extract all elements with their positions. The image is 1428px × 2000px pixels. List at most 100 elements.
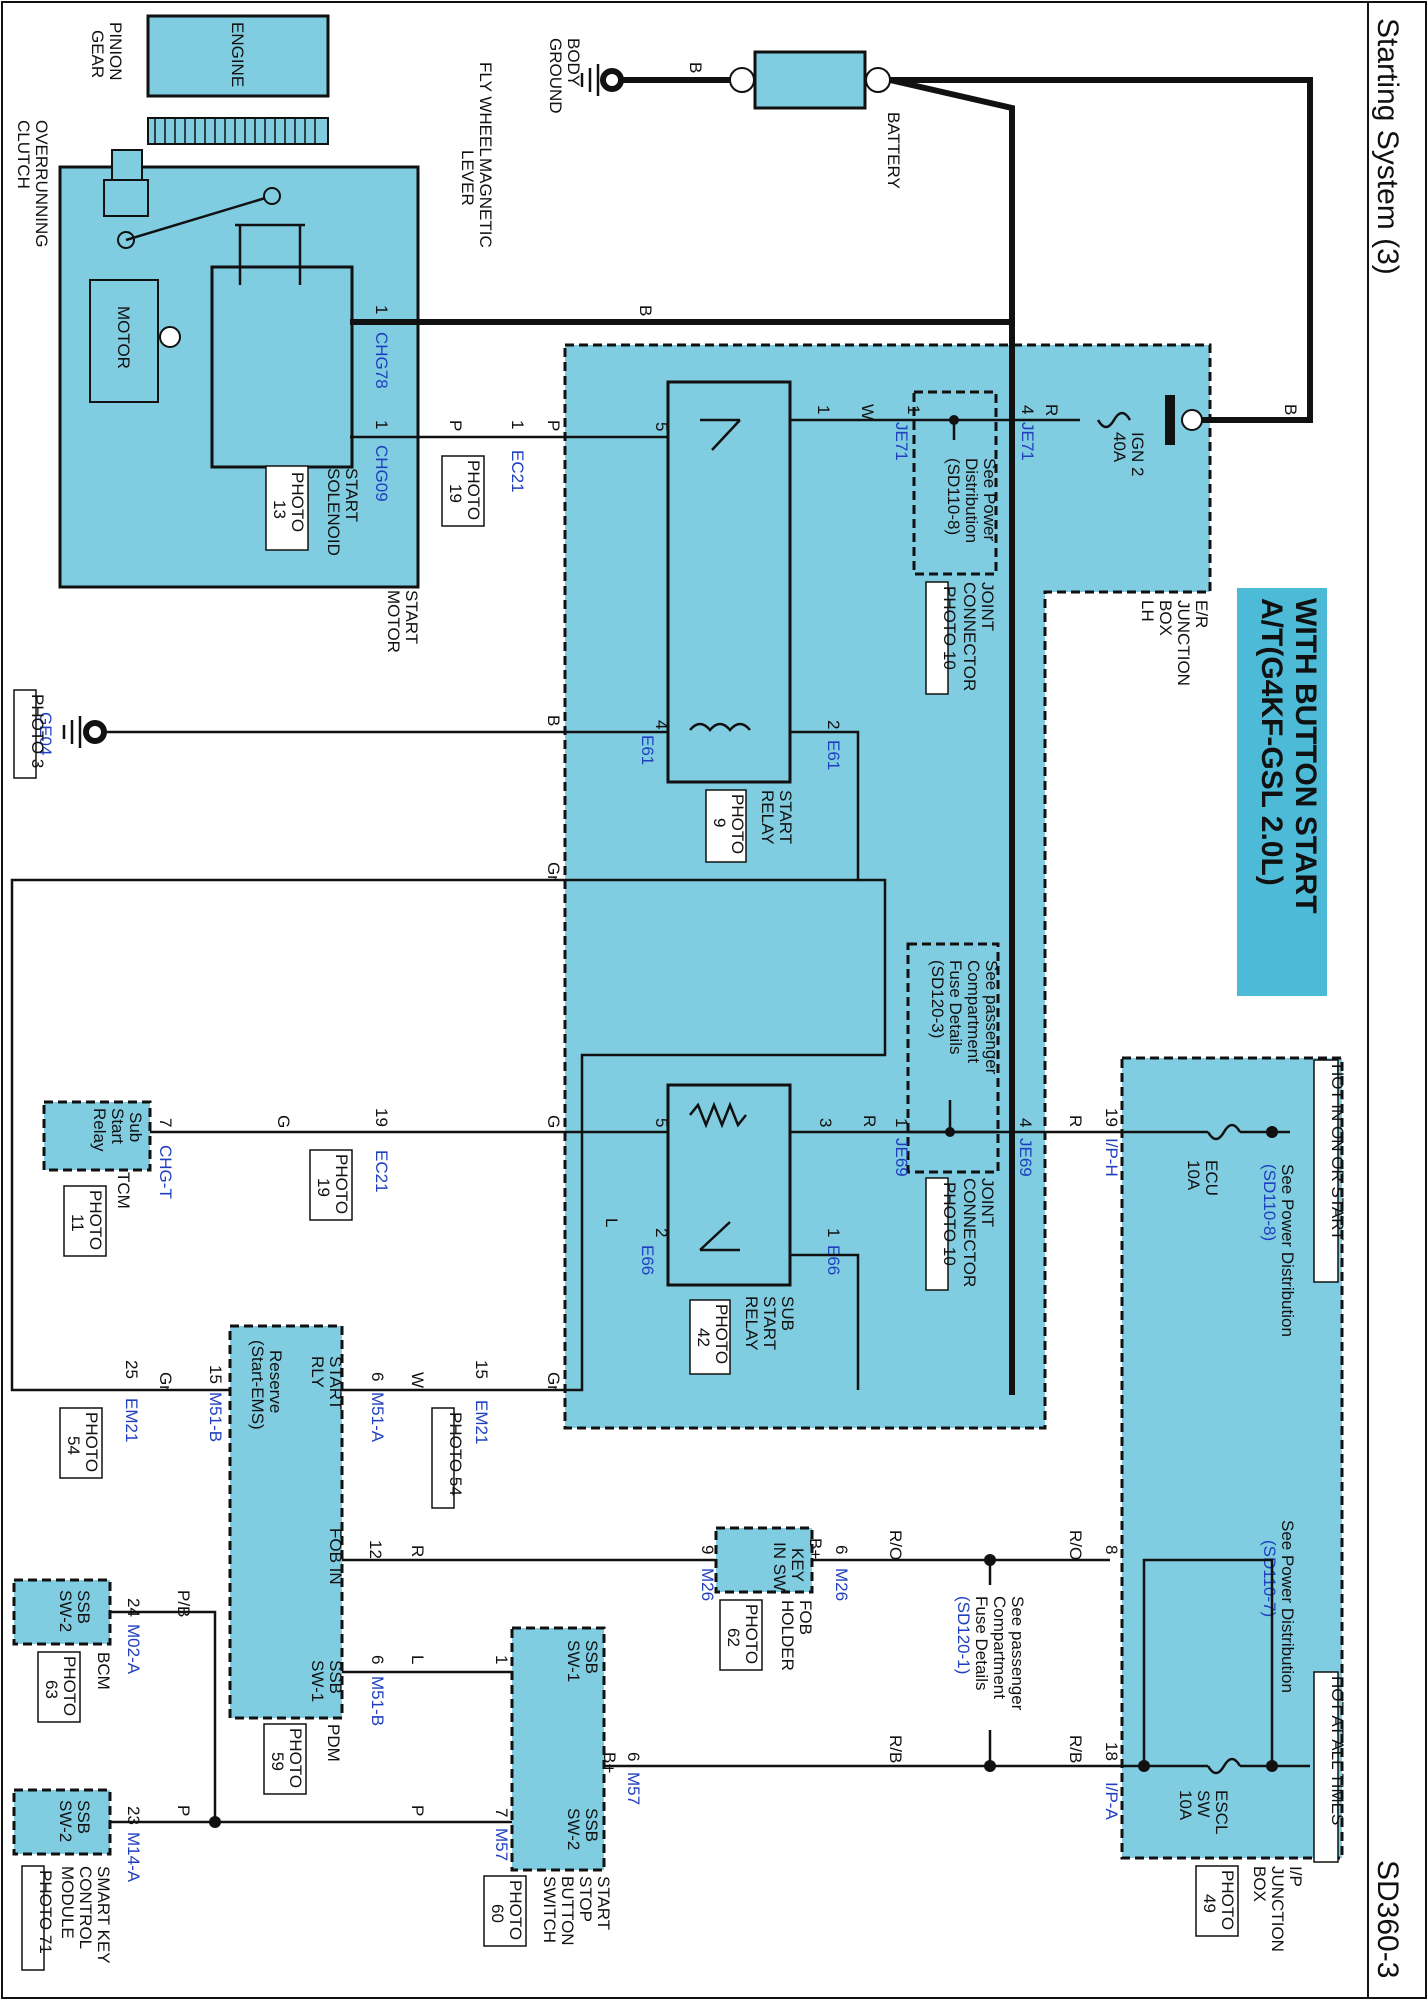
e61-pin5: 5 [652, 422, 671, 431]
photo-42-l1: PHOTO [712, 1304, 731, 1364]
ssb-label-4: SWITCH [540, 1876, 559, 1943]
ecu-label-1: ECU [1202, 1160, 1221, 1196]
escl-label-2: SW [1194, 1790, 1213, 1817]
hot-all-times: HOT AT ALL TIMES [1328, 1676, 1347, 1825]
photo-3: PHOTO 3 [28, 694, 47, 768]
m14a-conn: M14-A [124, 1832, 143, 1883]
je71-conn-a: JE71 [1018, 422, 1037, 461]
see-power-top: See Power Distribution [1278, 1164, 1297, 1337]
start-relay-box [666, 380, 792, 784]
wire-label-w1: W [858, 404, 877, 420]
photo-9-l1: PHOTO [728, 794, 747, 854]
ge04-ground-icon [83, 720, 107, 744]
solenoid-label-1: START [342, 468, 361, 522]
see-fuse-1-l3: Fuse Details [972, 1596, 991, 1690]
fob-holder-l1: FOB [796, 1600, 815, 1635]
see-fuse-3-l2: Compartment [964, 960, 983, 1063]
smk-ssb-l1: SSB [74, 1800, 93, 1834]
start-relay-switch-icon [700, 418, 741, 451]
bcm-label: BCM [94, 1652, 113, 1690]
fob-in: FOB IN [326, 1528, 345, 1585]
photo-60-l1: PHOTO [506, 1880, 525, 1940]
wire-label-ro1: R/O [1066, 1530, 1085, 1560]
wire-er-b [890, 77, 1313, 423]
m57-pin7: 7 [492, 1808, 511, 1817]
wire-gr-mid [470, 878, 887, 1392]
sub-relay-pin5: 5 [652, 1118, 671, 1127]
je69-conn-a: JE69 [1016, 1138, 1035, 1177]
er-terminal [1181, 409, 1203, 431]
m51b-conn-b: M51-B [368, 1676, 387, 1726]
em21-conn-a: EM21 [472, 1400, 491, 1444]
photo-11-box [63, 1185, 107, 1257]
ipa-conn: I/P-A [1102, 1782, 1121, 1820]
ec21-pin1: 1 [508, 420, 527, 429]
wire-label-b2: B [636, 305, 655, 316]
wire-pb [110, 1610, 217, 1822]
m57-conn-b: M57 [492, 1828, 511, 1861]
chgt-pin7: 7 [156, 1118, 175, 1127]
iph-pin19: 19 [1102, 1108, 1121, 1127]
battery-box [753, 50, 867, 110]
ssb-label-2: STOP [576, 1876, 595, 1922]
wire-label-r3: R [860, 1115, 879, 1127]
banner-bg [1237, 588, 1327, 996]
ip-internal [1142, 1558, 1274, 1766]
m26-pin9: 9 [698, 1545, 717, 1554]
ec21-conn-b: EC21 [372, 1150, 391, 1193]
see-power-1-l2: Distribution [962, 458, 981, 543]
ssb-sw2-l1: SSB [582, 1808, 601, 1842]
photo-62-l1: PHOTO [742, 1604, 761, 1664]
escl-label-3: 10A [1176, 1790, 1195, 1821]
engine-box [146, 14, 330, 98]
ipa-pin8: 8 [1102, 1545, 1121, 1554]
body-ground-label-2: GROUND [546, 38, 565, 114]
je69-pin4: 4 [1016, 1118, 1035, 1127]
overrunning-label-1: OVERRUNNING [32, 120, 51, 248]
engine-label: ENGINE [228, 22, 247, 87]
wire-label-w2: W [408, 1372, 427, 1388]
photo-10a-box [925, 581, 949, 695]
wire-label-p1: P [446, 420, 465, 431]
ecu-node [1266, 1126, 1278, 1138]
photo-54b-l2: 54 [64, 1436, 83, 1455]
key-in-l1: KEY [788, 1548, 807, 1582]
photo-13-box [265, 465, 309, 551]
pinion-label-2: GEAR [88, 30, 107, 78]
sub-relay-label-1: SUB [778, 1296, 797, 1331]
photo-49-box [1195, 1865, 1239, 1937]
er-box-label-2: JUNCTION [1174, 600, 1193, 686]
page-title: Starting System (3) [1371, 18, 1404, 275]
tcm-sub-l3: Relay [90, 1108, 109, 1152]
overrunning-clutch-icon [103, 179, 149, 217]
see-fuse-3-l1: See passenger [982, 960, 1001, 1075]
magnetic-label-1: MAGNETIC [476, 158, 495, 248]
ground-bars [580, 64, 600, 96]
chgt-conn: CHG-T [156, 1145, 175, 1199]
photo-71-box [21, 1865, 45, 1971]
er-box-label-1: E/R [1192, 600, 1211, 628]
wire-label-r2: R [1066, 1115, 1085, 1127]
m51b-pin15: 15 [206, 1365, 225, 1384]
sub-relay-resistor-icon [689, 1101, 747, 1129]
em21-conn-b: EM21 [122, 1398, 141, 1442]
m02a-pin24: 24 [124, 1598, 143, 1617]
sub-relay-switch-icon [699, 1221, 740, 1252]
er-box-label-3: BOX [1156, 600, 1175, 636]
ipa-pin18: 18 [1102, 1742, 1121, 1761]
flywheel-gear [147, 117, 329, 145]
wire-label-b4: B [544, 715, 563, 726]
pdm-pin12: 12 [366, 1540, 385, 1559]
m57-pin6: 6 [624, 1752, 643, 1761]
m51b-conn-a: M51-B [206, 1392, 225, 1442]
photo-62-l2: 62 [724, 1628, 743, 1647]
wire-label-g2: G [274, 1115, 293, 1128]
hot-all-times-box [1313, 1671, 1339, 1863]
ssb-sw1-l2: SW-1 [564, 1640, 583, 1682]
iph-conn: I/P-H [1102, 1138, 1121, 1177]
ssb-sw2-l2: SW-2 [564, 1808, 583, 1850]
photo-54b-l1: PHOTO [82, 1412, 101, 1472]
smart-key-l1: SMART KEY [94, 1866, 113, 1964]
em21-pin15a: 15 [472, 1360, 491, 1379]
